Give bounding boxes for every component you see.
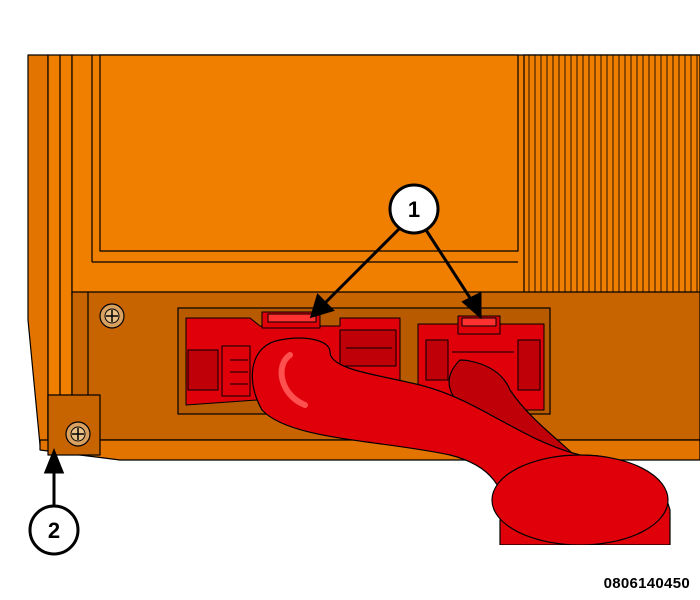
screw-lower [65, 421, 91, 447]
view-cutoff [40, 545, 700, 600]
housing-left-wall [27, 54, 49, 446]
figure-id-label: 0806140450 [603, 575, 690, 592]
callout-2: 2 [28, 504, 80, 556]
wire-harness [251, 337, 671, 546]
heat-sink-fins [523, 54, 700, 294]
callout-1-leaders [309, 224, 482, 320]
callout-2-label: 2 [48, 518, 60, 543]
cover-panel [99, 54, 519, 252]
callout-2-leader [43, 447, 65, 506]
connector-lock-tab [187, 349, 219, 391]
screw-upper [99, 303, 125, 329]
callout-1: 1 [388, 183, 440, 235]
callout-1-label: 1 [408, 197, 420, 222]
harness-end [491, 454, 669, 546]
